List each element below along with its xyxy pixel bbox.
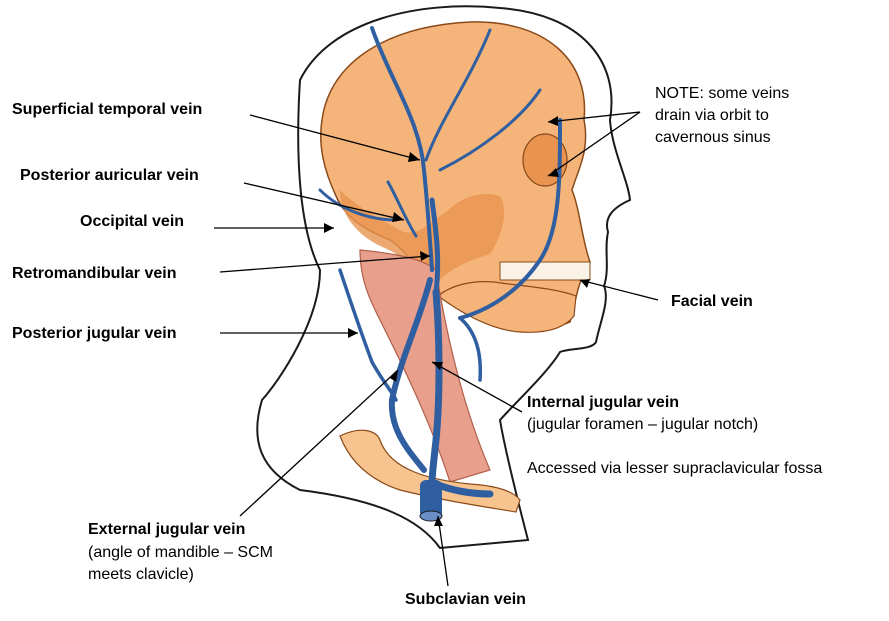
frontal-branch-path xyxy=(438,88,542,172)
posterior-jugular-vein-path xyxy=(338,268,398,402)
head-outline xyxy=(256,5,632,550)
skull-shade xyxy=(340,190,505,284)
note-line-3: cavernous sinus xyxy=(655,129,771,146)
arrow-retromandibular xyxy=(420,251,430,261)
label-retromandibular-vein: Retromandibular vein xyxy=(12,265,177,282)
temporal-branch-path xyxy=(424,28,492,162)
leader-internal-jugular xyxy=(431,361,523,413)
label-facial-vein: Facial vein xyxy=(671,293,753,310)
subclavian-vein-path xyxy=(432,480,494,498)
label-external-jugular-vein: External jugular vein xyxy=(88,521,246,538)
sternocleidomastoid xyxy=(359,249,491,483)
label-superficial-temporal-vein: Superficial temporal vein xyxy=(12,101,203,118)
arrow-note-lower xyxy=(548,168,559,177)
label-posterior-jugular-vein: Posterior jugular vein xyxy=(12,325,177,342)
label-subclavian-vein: Subclavian vein xyxy=(405,591,526,608)
leader-facial xyxy=(579,279,659,301)
mandible xyxy=(437,281,577,333)
label-occipital-vein: Occipital vein xyxy=(80,213,185,230)
leader-posterior-auricular xyxy=(243,182,405,221)
label-internal-jugular-vein: Internal jugular vein xyxy=(527,394,680,411)
veins xyxy=(318,26,562,498)
superficial-temporal-vein-path xyxy=(370,26,434,272)
arrow-superficial-temporal xyxy=(408,152,420,162)
arrow-external-jugular xyxy=(390,370,398,382)
leader-arrowheads xyxy=(324,116,590,526)
leader-retromandibular xyxy=(219,255,431,273)
arrow-posterior-jugular xyxy=(348,328,358,338)
leader-lines xyxy=(214,111,659,587)
arrow-facial xyxy=(580,279,590,288)
leader-subclavian xyxy=(437,515,449,587)
note-line-1: NOTE: some veins xyxy=(655,85,790,102)
subclavian-opening xyxy=(419,510,443,522)
occipital-vein-path xyxy=(318,188,398,222)
retromandibular-vein-path xyxy=(429,197,441,295)
subclavian-stump xyxy=(420,480,442,518)
label-accessed-via: Accessed via lesser supraclavicular foss… xyxy=(527,460,823,477)
label-posterior-auricular-vein: Posterior auricular vein xyxy=(20,167,199,184)
external-jugular-vein-path xyxy=(388,277,433,473)
label-external-jugular-sub-2: meets clavicle) xyxy=(88,566,194,583)
arrow-subclavian xyxy=(434,516,443,526)
label-internal-jugular-sub: (jugular foramen – jugular notch) xyxy=(527,416,759,433)
leader-note-lower xyxy=(547,111,641,177)
leader-note-upper xyxy=(547,111,641,123)
leader-external-jugular xyxy=(239,369,399,517)
leader-superficial-temporal xyxy=(249,114,421,161)
arrow-posterior-auricular xyxy=(392,212,404,222)
posterior-auricular-vein-path xyxy=(386,180,418,238)
anterior-jugular-branch-path xyxy=(458,316,483,382)
note-line-2: drain via orbit to xyxy=(655,107,769,124)
label-external-jugular-sub-1: (angle of mandible – SCM xyxy=(88,544,273,561)
internal-jugular-vein-path xyxy=(428,288,443,488)
teeth xyxy=(499,261,591,281)
arrow-occipital xyxy=(324,223,334,233)
arrow-note-upper xyxy=(548,116,558,126)
arrow-internal-jugular xyxy=(432,362,443,370)
